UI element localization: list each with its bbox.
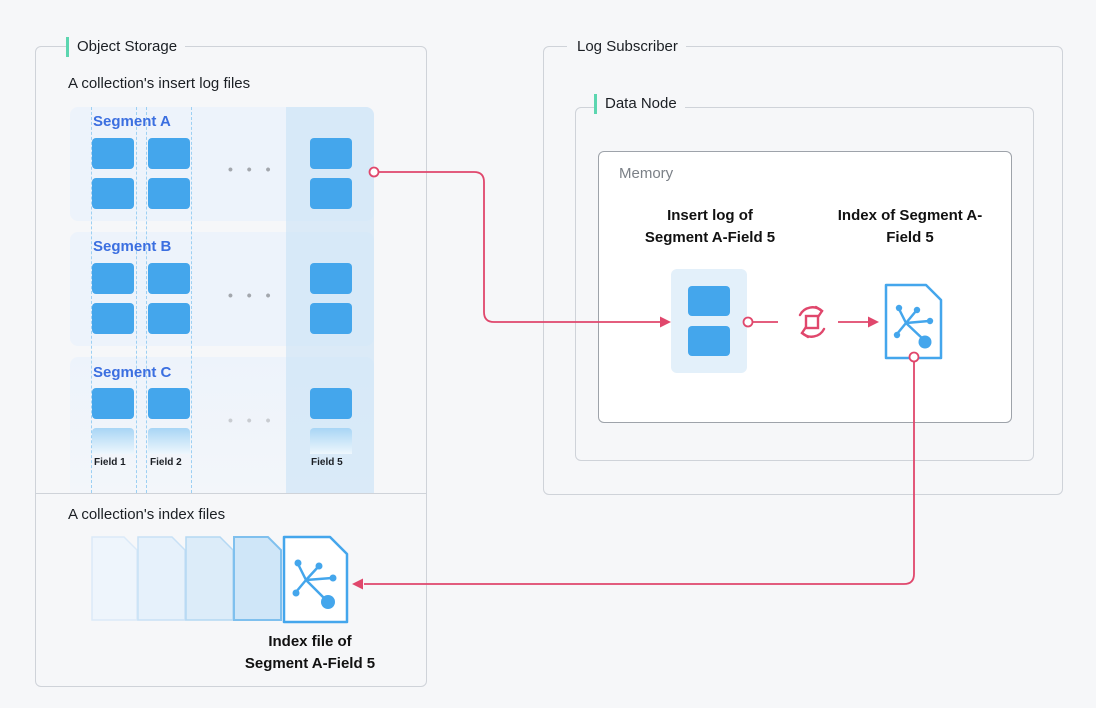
field-2-label: Field 2: [150, 457, 182, 468]
segment-b-field-5-bottom: [310, 303, 352, 334]
memory-panel: [598, 151, 1012, 423]
data-node-panel: [575, 107, 1034, 461]
index-segment-label-line-1: Index of Segment A-: [837, 207, 983, 224]
segment-c-field-5-fade: [310, 428, 352, 454]
segment-a-field-5-top: [310, 138, 352, 169]
segment-b-ellipsis: • • •: [228, 287, 276, 303]
field-5-label: Field 5: [311, 457, 343, 468]
index-in-memory-icon: [884, 283, 943, 360]
build-index-icon: [798, 305, 826, 339]
segment-a-label: Segment A: [93, 113, 171, 130]
log-subscriber-panel: [543, 46, 1063, 495]
insert-log-label-line-1: Insert log of: [667, 207, 753, 224]
index-file-icon: [282, 535, 349, 624]
insert-log-label: Insert log of Segment A-Field 5: [610, 205, 810, 249]
segment-a-ellipsis: • • •: [228, 161, 276, 177]
index-files-title: A collection's index files: [68, 506, 226, 523]
segment-b-field-2-bottom: [148, 303, 190, 334]
segment-b-field-5-top: [310, 263, 352, 294]
segment-a-field-5-bottom: [310, 178, 352, 209]
insert-log-files-title: A collection's insert log files: [68, 75, 251, 92]
segment-c-label: Segment C: [93, 364, 172, 381]
insert-log-cell-bottom: [688, 326, 730, 356]
index-file-label: Index file of Segment A-Field 5: [210, 631, 410, 675]
segment-c-field-1-fade: [92, 428, 134, 454]
segment-c-field-2-top: [148, 388, 190, 419]
segment-a-field-2-bottom: [148, 178, 190, 209]
segment-a-field-1-top: [92, 138, 134, 169]
object-storage-panel: [35, 46, 427, 687]
index-file-label-line-1: Index file of: [268, 633, 352, 650]
insert-log-cell-top: [688, 286, 730, 316]
segment-a-field-2-top: [148, 138, 190, 169]
segment-c-ellipsis: • • •: [228, 412, 276, 428]
object-storage-divider: [36, 493, 426, 494]
field-1-guide-right: [136, 107, 137, 493]
segment-b-field-1-top: [92, 263, 134, 294]
segment-b-label: Segment B: [93, 238, 172, 255]
memory-title: Memory: [619, 165, 674, 182]
insert-log-label-line-2: Segment A-Field 5: [644, 229, 776, 246]
segment-c-field-2-fade: [148, 428, 190, 454]
field-1-guide: [91, 107, 92, 493]
segment-c-field-5-top: [310, 388, 352, 419]
field-1-label: Field 1: [94, 457, 126, 468]
object-storage-title: Object Storage: [66, 37, 186, 57]
field-2-guide: [146, 107, 147, 493]
index-segment-label-line-2: Field 5: [886, 229, 934, 246]
segment-c-field-1-top: [92, 388, 134, 419]
segment-b-field-2-top: [148, 263, 190, 294]
field-2-guide-right: [191, 107, 192, 493]
segment-a-field-1-bottom: [92, 178, 134, 209]
index-segment-label: Index of Segment A- Field 5: [805, 205, 1015, 249]
log-subscriber-title: Log Subscriber: [567, 37, 686, 57]
index-files-stack: [91, 536, 282, 621]
index-file-label-line-2: Segment A-Field 5: [244, 655, 376, 672]
segment-b-field-1-bottom: [92, 303, 134, 334]
data-node-title: Data Node: [594, 94, 685, 114]
